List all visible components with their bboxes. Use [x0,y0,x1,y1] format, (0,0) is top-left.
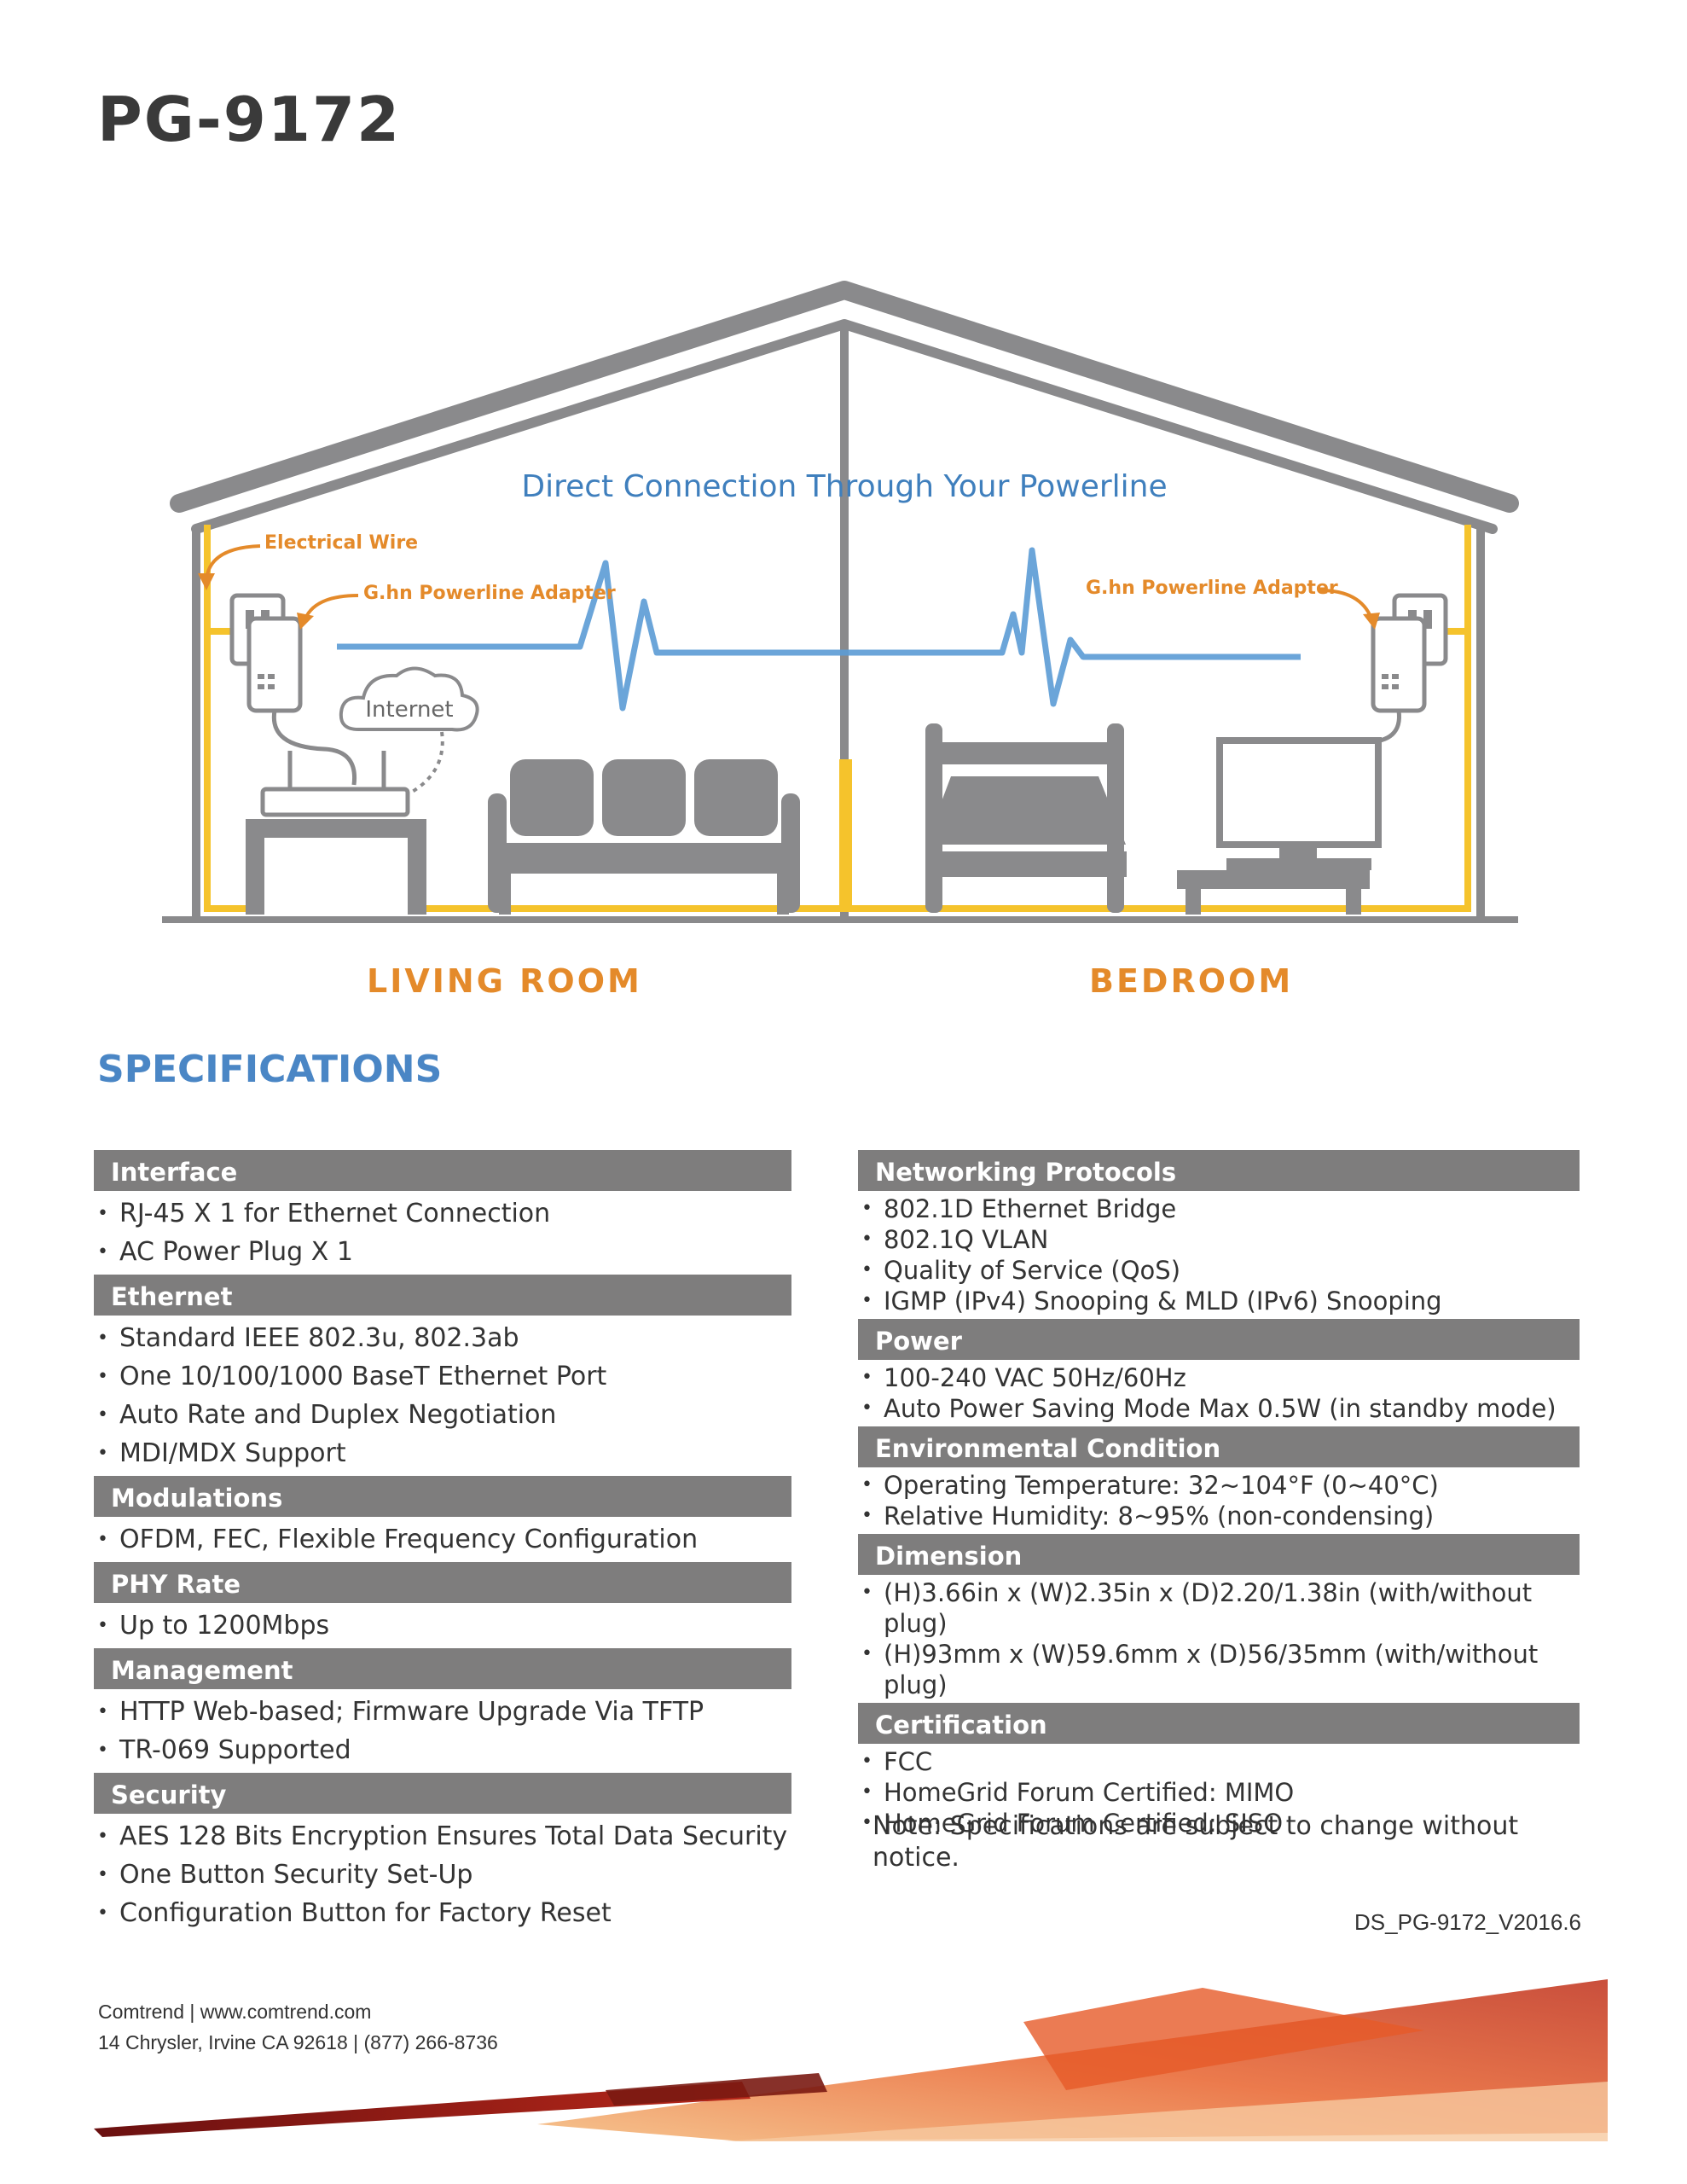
tv-icon [1216,737,1382,848]
document-id: DS_PG-9172_V2016.6 [1354,1909,1581,1935]
spec-item: HomeGrid Forum Certified: MIMO [858,1777,1580,1808]
spec-item: (H)93mm x (W)59.6mm x (D)56/35mm (with/w… [858,1639,1580,1700]
spec-item: Quality of Service (QoS) [858,1255,1580,1286]
router-icon [260,787,410,817]
spec-item: Auto Rate and Duplex Negotiation [94,1396,791,1434]
tv-stand-icon [1177,870,1370,889]
spec-section-list: AES 128 Bits Encryption Ensures Total Da… [94,1814,791,1936]
spec-item: (H)3.66in x (W)2.35in x (D)2.20/1.38in (… [858,1577,1580,1639]
sofa-icon [488,759,800,915]
spec-section-list: OFDM, FEC, Flexible Frequency Configurat… [94,1517,791,1562]
spec-section-list: RJ-45 X 1 for Ethernet ConnectionAC Powe… [94,1191,791,1275]
spec-section-header: Interface [94,1150,791,1191]
spec-item: Standard IEEE 802.3u, 802.3ab [94,1319,791,1357]
spec-item: HomeGrid Forum Certified: SISO [858,1808,1580,1838]
adapter-left-label: G.hn Powerline Adapter [363,583,616,604]
spec-section-header: Power [858,1319,1580,1360]
spec-item: Configuration Button for Factory Reset [94,1894,791,1932]
spec-column-right: Networking Protocols802.1D Ethernet Brid… [858,1150,1580,1841]
spec-item: 802.1D Ethernet Bridge [858,1194,1580,1224]
spec-column-left: InterfaceRJ-45 X 1 for Ethernet Connecti… [94,1150,791,1936]
spec-item: IGMP (IPv4) Snooping & MLD (IPv6) Snoopi… [858,1286,1580,1316]
decorative-banner [94,1979,1608,2141]
spec-item: 100-240 VAC 50Hz/60Hz [858,1362,1580,1393]
internet-cloud-icon [339,666,479,732]
spec-section-header: Environmental Condition [858,1426,1580,1467]
spec-section-list: 100-240 VAC 50Hz/60HzAuto Power Saving M… [858,1360,1580,1426]
spec-item: OFDM, FEC, Flexible Frequency Configurat… [94,1520,791,1559]
powerline-adapter-left [246,616,303,713]
spec-section-header: Management [94,1648,791,1689]
spec-item: AC Power Plug X 1 [94,1233,791,1271]
spec-item: RJ-45 X 1 for Ethernet Connection [94,1194,791,1233]
spec-section-list: Standard IEEE 802.3u, 802.3abOne 10/100/… [94,1316,791,1476]
specifications-heading: SPECIFICATIONS [97,1048,443,1091]
spec-item: Relative Humidity: 8~95% (non-condensing… [858,1501,1580,1531]
spec-section-list: 802.1D Ethernet Bridge802.1Q VLANQuality… [858,1191,1580,1319]
electrical-wire-right [845,525,1471,912]
bed-icon [925,723,1127,913]
spec-item: 802.1Q VLAN [858,1224,1580,1255]
spec-section-header: Ethernet [94,1275,791,1316]
spec-section-list: Up to 1200Mbps [94,1603,791,1648]
footer-contact: Comtrend | www.comtrend.com [98,2001,372,2023]
spec-item: Auto Power Saving Mode Max 0.5W (in stan… [858,1393,1580,1424]
room-label-bedroom: BEDROOM [1089,962,1294,1000]
footer: Comtrend | www.comtrend.com 14 Chrysler,… [98,1996,498,2058]
footer-address: 14 Chrysler, Irvine CA 92618 | (877) 266… [98,2031,498,2053]
spec-section-header: Networking Protocols [858,1150,1580,1191]
spec-item: Up to 1200Mbps [94,1606,791,1645]
spec-section-header: Security [94,1773,791,1814]
spec-section-list: HTTP Web-based; Firmware Upgrade Via TFT… [94,1689,791,1773]
spec-item: AES 128 Bits Encryption Ensures Total Da… [94,1817,791,1856]
powerline-signal [337,547,1301,712]
spec-item: One Button Security Set-Up [94,1856,791,1894]
spec-item: FCC [858,1746,1580,1777]
spec-section-header: Certification [858,1703,1580,1744]
spec-item: One 10/100/1000 BaseT Ethernet Port [94,1357,791,1396]
spec-section-header: Dimension [858,1534,1580,1575]
spec-item: MDI/MDX Support [94,1434,791,1472]
spec-item: Operating Temperature: 32~104°F (0~40°C) [858,1470,1580,1501]
spec-section-list: Operating Temperature: 32~104°F (0~40°C)… [858,1467,1580,1534]
adapter-right-label: G.hn Powerline Adapter [1086,578,1338,599]
electrical-wire-label: Electrical Wire [264,532,418,554]
roof-outer [170,281,1519,513]
spec-section-list: FCCHomeGrid Forum Certified: MIMOHomeGri… [858,1744,1580,1841]
spec-note: Note: Specifications are subject to chan… [872,1811,1519,1873]
spec-item: HTTP Web-based; Firmware Upgrade Via TFT… [94,1693,791,1731]
diagram-heading: Direct Connection Through Your Powerline [521,469,1167,504]
powerline-diagram: Direct Connection Through Your Powerline… [162,281,1519,923]
electrical-wire-left [204,525,846,912]
product-title: PG-9172 [97,84,402,155]
spec-section-list: (H)3.66in x (W)2.35in x (D)2.20/1.38in (… [858,1575,1580,1703]
room-label-living: LIVING ROOM [367,962,642,1000]
powerline-adapter-right [1371,616,1427,713]
spec-section-header: Modulations [94,1476,791,1517]
spec-item: TR-069 Supported [94,1731,791,1769]
internet-label: Internet [365,697,453,723]
spec-section-header: PHY Rate [94,1562,791,1603]
